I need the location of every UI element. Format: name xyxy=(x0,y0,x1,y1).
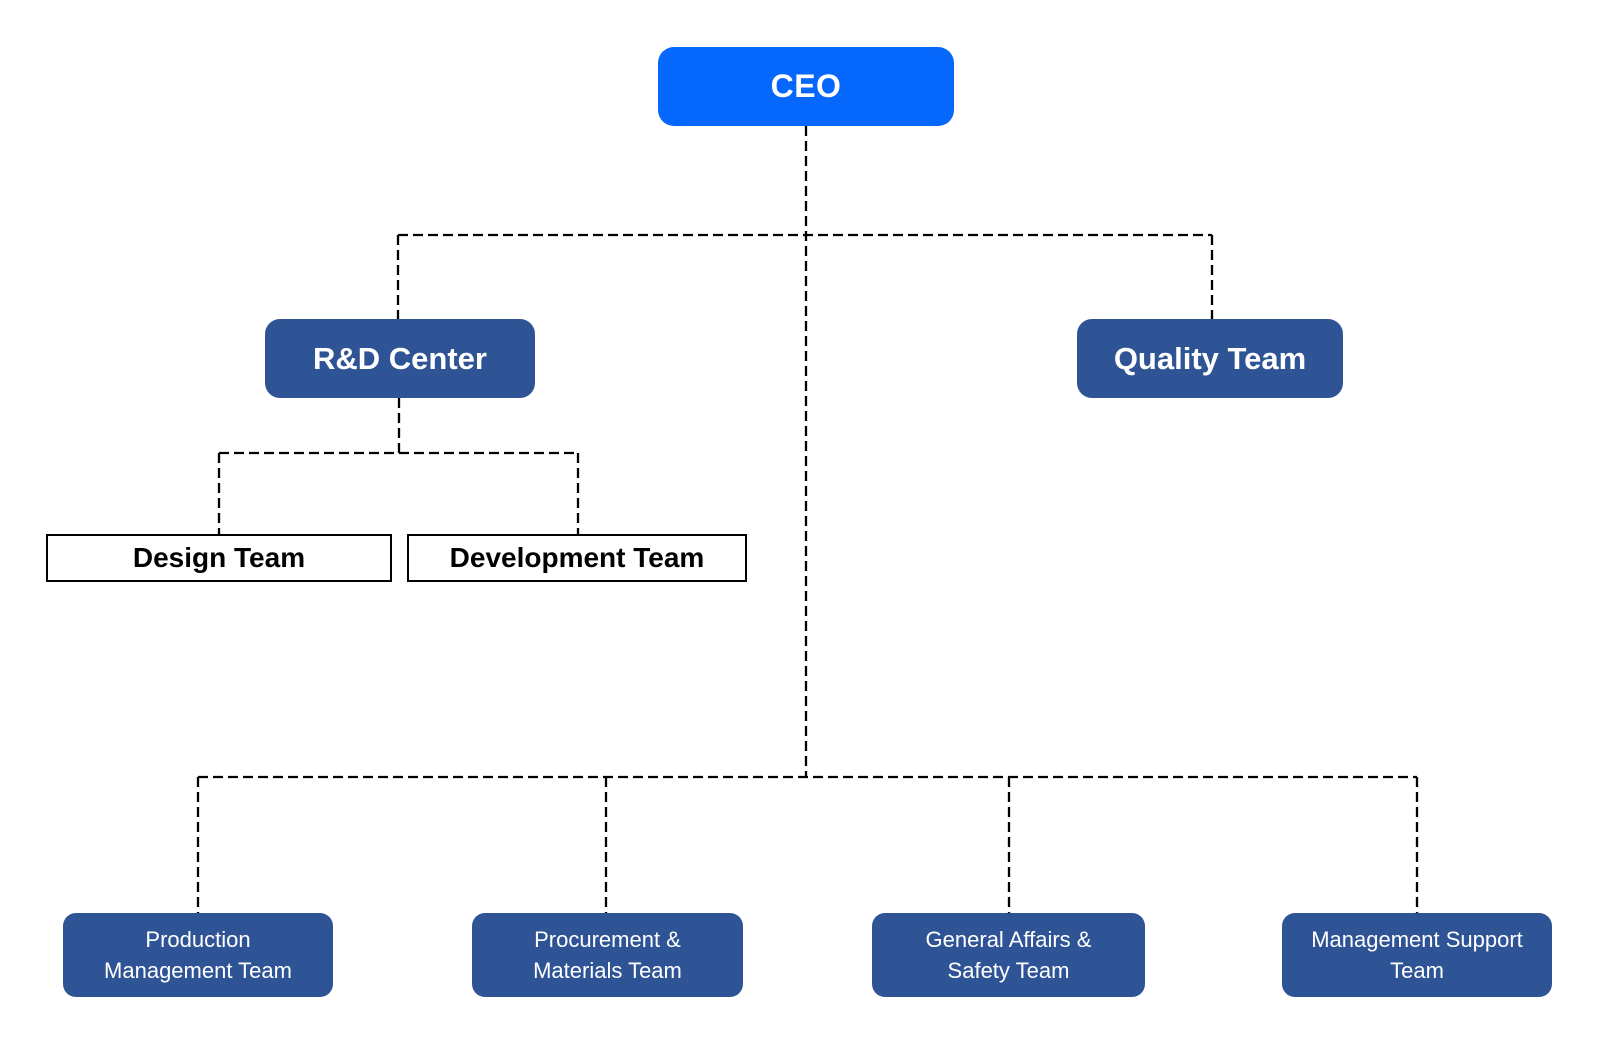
node-general-affairs-safety-team: General Affairs & Safety Team xyxy=(872,913,1145,997)
node-rnd-center: R&D Center xyxy=(265,319,535,398)
node-rnd-center-label: R&D Center xyxy=(313,340,487,376)
node-production-management-team-label: Production Management Team xyxy=(104,924,292,986)
node-development-team-label: Development Team xyxy=(449,542,705,573)
node-ceo-label: CEO xyxy=(770,68,842,104)
node-procurement-materials-team: Procurement & Materials Team xyxy=(472,913,743,997)
label-line-2: Materials Team xyxy=(533,958,682,983)
node-procurement-materials-team-label: Procurement & Materials Team xyxy=(533,924,682,986)
node-production-management-team: Production Management Team xyxy=(63,913,333,997)
node-management-support-team: Management Support Team xyxy=(1282,913,1552,997)
label-line-1: Procurement & xyxy=(534,927,681,952)
node-ceo: CEO xyxy=(658,47,954,126)
label-line-2: Safety Team xyxy=(947,958,1070,983)
label-line-1: General Affairs & xyxy=(925,927,1092,952)
node-development-team: Development Team xyxy=(407,534,747,582)
label-line-1: Production xyxy=(145,927,251,952)
node-design-team: Design Team xyxy=(46,534,392,582)
label-line-1: Management Support xyxy=(1311,927,1523,952)
node-design-team-label: Design Team xyxy=(132,542,306,573)
node-general-affairs-safety-team-label: General Affairs & Safety Team xyxy=(926,924,1092,986)
node-quality-team: Quality Team xyxy=(1077,319,1343,398)
node-management-support-team-label: Management Support Team xyxy=(1311,924,1523,986)
label-line-2: Team xyxy=(1390,958,1444,983)
node-quality-team-label: Quality Team xyxy=(1113,340,1307,376)
label-line-2: Management Team xyxy=(104,958,292,983)
